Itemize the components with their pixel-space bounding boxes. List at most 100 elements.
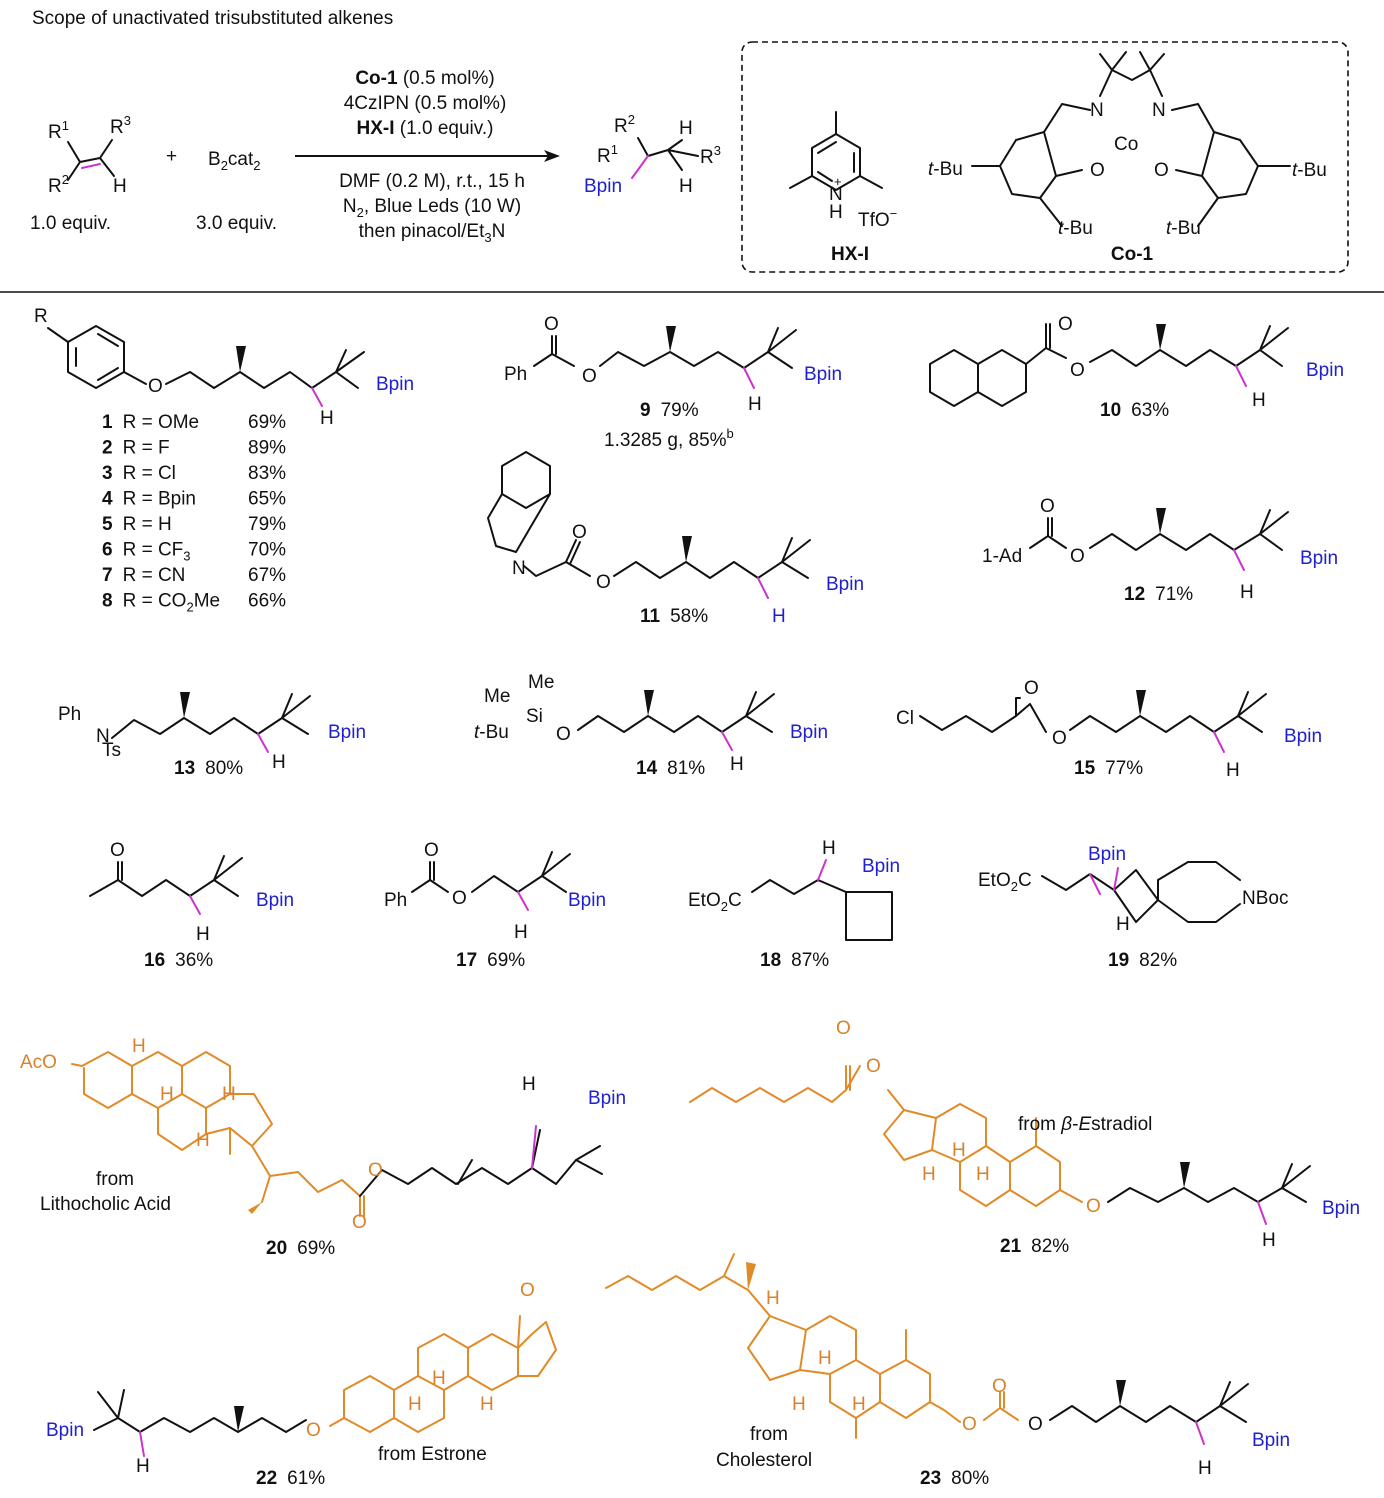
compound-23-origin-a: from [750,1424,788,1445]
svg-text:N: N [1152,100,1166,121]
svg-text:Bpin: Bpin [328,722,366,743]
svg-text:H: H [480,1394,494,1415]
svg-text:O: O [110,840,125,861]
svg-text:H: H [772,606,786,627]
svg-text:Bpin: Bpin [1088,844,1126,865]
svg-text:H: H [1116,914,1130,935]
svg-text:O: O [544,314,559,335]
svg-text:H: H [976,1164,990,1185]
svg-text:N: N [829,184,843,205]
svg-text:Me: Me [528,672,554,693]
svg-text:O: O [572,522,587,543]
series-row-yield: 83% [248,463,286,484]
svg-text:Bpin: Bpin [376,374,414,395]
svg-text:NBoc: NBoc [1242,888,1288,909]
svg-text:R: R [34,306,48,327]
svg-text:H: H [113,176,127,197]
svg-text:R2: R2 [48,172,69,197]
alkene-reactant: R1 R2 R3 H 1.0 equiv. [30,113,131,234]
svg-text:N2, Blue Leds (10 W): N2, Blue Leds (10 W) [343,196,521,220]
svg-text:H: H [132,1036,146,1057]
svg-text:N: N [1090,100,1104,121]
svg-text:Si: Si [526,706,543,727]
scheme-title: Scope of unactivated trisubstituted alke… [32,8,393,29]
svg-text:H: H [196,1130,210,1151]
svg-text:4CzIPN (0.5 mol%): 4CzIPN (0.5 mol%) [344,93,507,114]
svg-text:R1: R1 [597,142,618,167]
series-row-yield: 79% [248,514,286,535]
conditions-above: Co-1 (0.5 mol%) 4CzIPN (0.5 mol%) HX-I (… [344,68,507,139]
compound-20-origin-b: Lithocholic Acid [40,1194,171,1215]
compound-23-origin-b: Cholesterol [716,1450,812,1471]
series-row-yield: 89% [248,438,286,459]
svg-text:Bpin: Bpin [1284,726,1322,747]
plus-sign: + [166,146,177,167]
co-1-structure: Co N N O O t-Bu t-Bu t-Bu t-Bu Co-1 [928,51,1327,265]
svg-text:H: H [952,1140,966,1161]
svg-text:O: O [1070,360,1085,381]
svg-text:R3: R3 [700,143,721,168]
svg-text:Ph: Ph [58,704,81,725]
svg-text:EtO2C: EtO2C [978,870,1032,894]
svg-text:Bpin: Bpin [256,890,294,911]
svg-text:O: O [836,1018,851,1039]
svg-text:t-Bu: t-Bu [1292,160,1327,181]
svg-text:H: H [818,1348,832,1369]
svg-text:1.3285 g, 85%b: 1.3285 g, 85%b [604,426,734,451]
compound-20: AcO H H H H O O H Bpin from Lithocholic … [20,1036,626,1259]
svg-text:HX-I (1.0 equiv.): HX-I (1.0 equiv.) [357,118,494,139]
svg-text:DMF (0.2 M), r.t., 15 h: DMF (0.2 M), r.t., 15 h [339,171,525,192]
svg-text:B2cat2: B2cat2 [208,149,261,173]
svg-text:O: O [596,572,611,593]
svg-text:Bpin: Bpin [588,1088,626,1109]
svg-text:H: H [922,1164,936,1185]
svg-text:EtO2C: EtO2C [688,890,742,914]
series-row-yield: 67% [248,565,286,586]
svg-text:O: O [866,1056,881,1077]
svg-text:O: O [1070,546,1085,567]
reaction-arrow [295,150,560,162]
svg-text:O: O [1024,678,1039,699]
general-product: R2 R1 Bpin H H R3 [584,112,721,197]
svg-text:H: H [272,752,286,773]
svg-text:Ph: Ph [384,890,407,911]
svg-text:H: H [320,408,334,429]
svg-text:O: O [1052,728,1067,749]
svg-text:R3: R3 [110,113,131,138]
svg-text:O: O [148,376,163,397]
svg-text:from β-Estradiol: from β-Estradiol [1018,1114,1152,1135]
svg-text:Bpin: Bpin [1252,1430,1290,1451]
svg-text:Cl: Cl [896,708,914,729]
svg-text:O: O [1154,160,1169,181]
svg-text:Bpin: Bpin [584,176,622,197]
svg-text:H: H [679,118,693,139]
co-1-label: Co-1 [1111,244,1154,265]
svg-text:O: O [1040,496,1055,517]
svg-text:t-Bu: t-Bu [928,159,963,180]
svg-text:H: H [1240,582,1254,603]
svg-text:Co: Co [1114,134,1138,155]
conditions-below: DMF (0.2 M), r.t., 15 h N2, Blue Leds (1… [339,171,525,245]
svg-text:H: H [748,394,762,415]
svg-text:Bpin: Bpin [804,364,842,385]
compound-22-origin: from Estrone [378,1444,487,1465]
